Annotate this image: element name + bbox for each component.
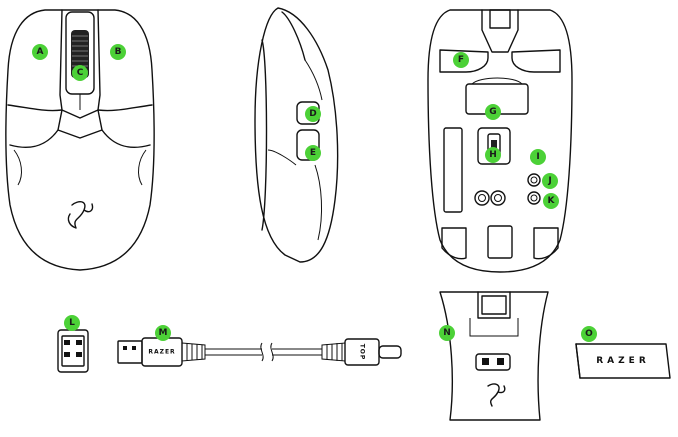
callout-k-text: K (548, 196, 556, 206)
callout-m: M (155, 325, 171, 341)
callout-l-text: L (69, 318, 75, 328)
callout-g-text: G (489, 107, 496, 117)
callout-i: I (530, 149, 546, 165)
callout-n-text: N (443, 328, 451, 338)
callout-j: J (542, 173, 558, 189)
usb-cable: TOP RAZER (118, 338, 401, 366)
razer-snake-logo-dock (488, 384, 505, 406)
callout-k: K (543, 193, 559, 209)
callout-e: E (305, 145, 321, 161)
dongle-adapter: RAZER (576, 344, 670, 378)
cable-brand-text: RAZER (148, 349, 175, 356)
adapter-brand-text: RAZER (596, 356, 650, 366)
callout-i-text: I (536, 152, 539, 162)
callout-c: C (72, 65, 88, 81)
mouse-side-view (255, 8, 338, 262)
callout-c-text: C (77, 68, 84, 78)
razer-snake-logo-top (68, 202, 92, 228)
callout-g: G (485, 104, 501, 120)
callout-b-text: B (115, 47, 122, 57)
callout-d: D (305, 106, 321, 122)
mouse-bottom-view (428, 10, 572, 272)
callout-a: A (32, 44, 48, 60)
callout-h: H (485, 147, 501, 163)
usb-dongle (58, 330, 88, 372)
callout-o: O (581, 326, 597, 342)
callout-f: F (453, 52, 469, 68)
callout-d-text: D (309, 109, 316, 119)
charging-dock (440, 292, 548, 420)
callout-f-text: F (458, 55, 464, 65)
mouse-top-view (6, 10, 154, 270)
callout-l: L (64, 315, 80, 331)
callout-e-text: E (310, 148, 316, 158)
callout-a-text: A (37, 47, 44, 57)
callout-m-text: M (159, 328, 168, 338)
callout-j-text: J (547, 176, 551, 186)
callout-o-text: O (585, 329, 593, 339)
callout-h-text: H (489, 150, 497, 160)
usb-c-top-tag: TOP (359, 344, 366, 361)
callout-b: B (110, 44, 126, 60)
callout-n: N (439, 325, 455, 341)
